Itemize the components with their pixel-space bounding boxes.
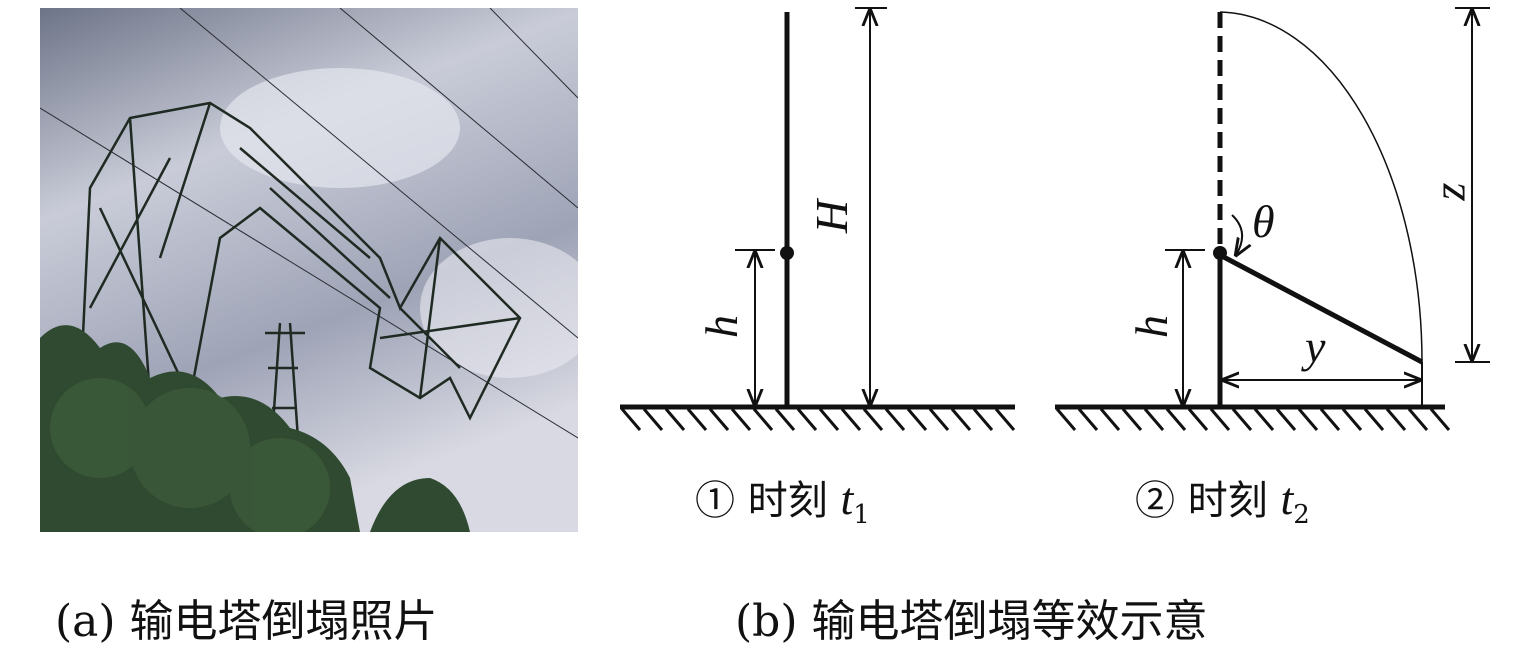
- hatch-mark: [796, 408, 818, 431]
- caption-b: (b) 输电塔倒塌等效示意: [735, 596, 1208, 647]
- hatch-mark: [1429, 408, 1451, 431]
- hatch-mark: [1385, 408, 1407, 431]
- hatch-mark: [752, 408, 774, 431]
- theta-angle-arrow: [1231, 214, 1242, 255]
- hatch-mark: [1209, 408, 1231, 431]
- hatch-mark: [1077, 408, 1099, 431]
- panel-1-caption: ① 时刻 t1: [695, 473, 870, 530]
- hatch-mark: [1231, 408, 1253, 431]
- hatch-mark: [620, 408, 642, 431]
- panel-2-time-t2: [1055, 7, 1490, 431]
- hatch-mark: [1297, 408, 1319, 431]
- panel-1-time-t1: [620, 7, 1016, 431]
- hatch-mark: [972, 408, 994, 431]
- hatch-mark: [1253, 408, 1275, 431]
- hatch-mark: [686, 408, 708, 431]
- hatch-mark: [950, 408, 972, 431]
- hatch-mark: [1407, 408, 1429, 431]
- theta-label: θ: [1252, 196, 1275, 247]
- hatch-mark: [642, 408, 664, 431]
- hatch-mark: [1055, 408, 1077, 431]
- z-label: z: [1423, 182, 1475, 201]
- hatch-mark: [1341, 408, 1363, 431]
- rotation-arc: [1219, 11, 1423, 363]
- panel-2-caption: ② 时刻 t2: [1135, 473, 1310, 530]
- hatch-mark: [708, 408, 730, 431]
- H-label: H: [806, 199, 858, 234]
- hatch-mark: [1121, 408, 1143, 431]
- hatch-mark: [774, 408, 796, 431]
- hatch-mark: [862, 408, 884, 431]
- break-point: [780, 246, 794, 260]
- hatch-mark: [994, 408, 1016, 431]
- hatch-mark: [1187, 408, 1209, 431]
- caption-a: (a) 输电塔倒塌照片: [55, 596, 438, 647]
- hatch-mark: [1275, 408, 1297, 431]
- y-label: y: [1305, 321, 1326, 372]
- hatch-mark: [730, 408, 752, 431]
- ground-hatch: [620, 408, 1016, 431]
- hatch-mark: [1165, 408, 1187, 431]
- fallen-segment: [1218, 252, 1424, 365]
- tower-collapse-photo: [40, 8, 578, 532]
- ground-hatch: [1055, 408, 1451, 431]
- hatch-mark: [884, 408, 906, 431]
- hatch-mark: [664, 408, 686, 431]
- hatch-mark: [928, 408, 950, 431]
- hatch-mark: [1363, 408, 1385, 431]
- h-label: h: [696, 315, 747, 338]
- break-point: [1213, 246, 1227, 260]
- hatch-mark: [840, 408, 862, 431]
- hatch-mark: [1099, 408, 1121, 431]
- hatch-mark: [1143, 408, 1165, 431]
- h-label: h: [1126, 315, 1177, 338]
- hatch-mark: [906, 408, 928, 431]
- hatch-mark: [1319, 408, 1341, 431]
- hatch-mark: [818, 408, 840, 431]
